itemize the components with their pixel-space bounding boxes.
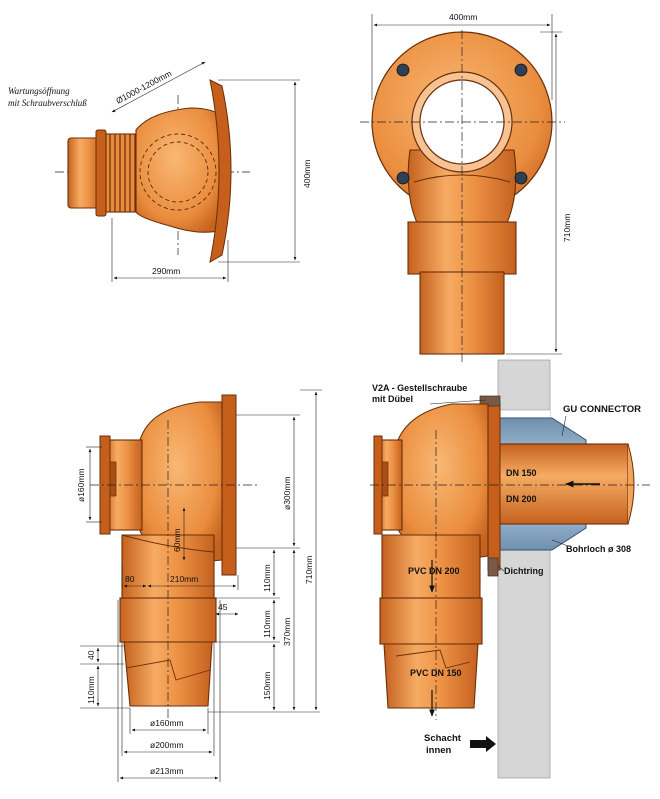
socket bbox=[379, 597, 483, 645]
view-bottom-left: ø160mm 60mm 80 210mm 45 ø300mm 710mm 110… bbox=[76, 389, 322, 782]
dim-160-bottom: ø160mm bbox=[150, 718, 184, 728]
gasket-icon bbox=[487, 557, 499, 577]
dim-710: 710mm bbox=[304, 556, 314, 584]
caption-screw-cap: mit Schraubverschluß bbox=[8, 98, 87, 108]
dim-width: 290mm bbox=[152, 266, 180, 276]
dim-300: ø300mm bbox=[282, 476, 292, 510]
label-dn150: DN 150 bbox=[506, 468, 537, 478]
label-inside: innen bbox=[426, 745, 452, 756]
view-top-left: Wartungsöffnung mit Schraubverschluß Ø10… bbox=[8, 61, 312, 282]
dim-diameter: Ø1000-1200mm bbox=[114, 68, 173, 106]
dim-150: 150mm bbox=[262, 672, 272, 700]
leader-line bbox=[497, 565, 505, 572]
incoming-pipe bbox=[497, 443, 629, 525]
bolt-icon bbox=[396, 63, 528, 185]
label-pvc-dn150: PVC DN 150 bbox=[410, 668, 462, 678]
dim-110-c: 110mm bbox=[86, 676, 96, 704]
dim-height: 400mm bbox=[302, 160, 312, 188]
label-sealing-ring: Dichtring bbox=[504, 566, 544, 576]
dim-213: ø213mm bbox=[150, 766, 184, 776]
body-contour bbox=[413, 174, 511, 183]
lower-pipe bbox=[383, 643, 479, 709]
view-top-right: 400mm 710mm bbox=[360, 12, 572, 362]
dim-60: 60mm bbox=[172, 528, 182, 552]
dim-40: 40 bbox=[86, 650, 96, 660]
label-shaft: Schacht bbox=[424, 733, 462, 744]
dim-200: ø200mm bbox=[150, 740, 184, 750]
cap-flange bbox=[95, 129, 107, 217]
dim-160-side: ø160mm bbox=[76, 468, 86, 502]
dim-width: 400mm bbox=[449, 12, 477, 22]
dim-80: 80 bbox=[125, 574, 135, 584]
dim-210: 210mm bbox=[170, 574, 198, 584]
label-with-dowel: mit Dübel bbox=[372, 394, 413, 404]
dome-body bbox=[135, 107, 223, 233]
leader-line bbox=[561, 415, 567, 437]
label-gu-connector: GU CONNECTOR bbox=[563, 404, 641, 415]
dim-110-a: 110mm bbox=[262, 564, 272, 592]
dimension-line bbox=[111, 61, 206, 113]
curved-flange bbox=[209, 79, 232, 263]
label-dn200: DN 200 bbox=[506, 494, 537, 504]
wall-flange bbox=[487, 401, 501, 571]
dim-110-b: 110mm bbox=[262, 610, 272, 638]
dim-height: 710mm bbox=[562, 214, 572, 242]
leader-line bbox=[551, 539, 569, 547]
direction-arrow-icon bbox=[470, 736, 496, 752]
dim-45: 45 bbox=[218, 602, 228, 612]
hidden-outlet-circle bbox=[139, 133, 217, 211]
bolt-icon bbox=[479, 395, 501, 407]
label-pvc-dn200: PVC DN 200 bbox=[408, 566, 460, 576]
leader-line bbox=[429, 399, 487, 405]
caption-maintenance-opening: Wartungsöffnung bbox=[8, 86, 70, 96]
thread bbox=[105, 133, 139, 213]
label-bore-hole: Bohrloch ø 308 bbox=[566, 544, 631, 554]
view-bottom-right: V2A - Gestellschraube mit Dübel GU CONNE… bbox=[370, 359, 650, 779]
lower-pipe bbox=[123, 641, 213, 707]
hidden-inner-circle bbox=[147, 141, 209, 203]
dim-370: 370mm bbox=[282, 618, 292, 646]
label-v2a-screw: V2A - Gestellschraube bbox=[372, 383, 467, 393]
